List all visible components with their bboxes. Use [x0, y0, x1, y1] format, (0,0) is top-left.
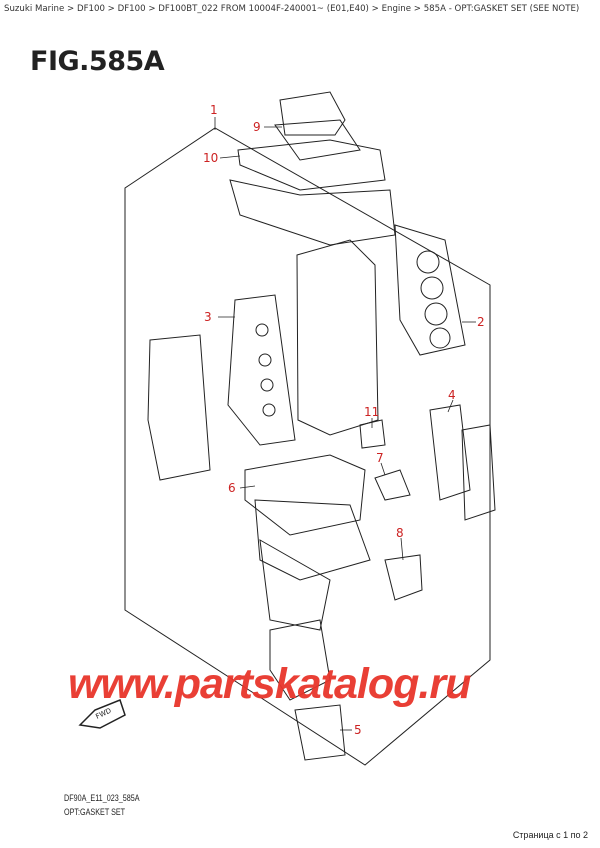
callout-lines [214, 117, 476, 731]
oil-pan-gasket [244, 454, 371, 631]
callout-11: 11 [364, 405, 379, 419]
breadcrumb-current: 585A - OPT:GASKET SET (SEE NOTE) [423, 4, 580, 14]
callout-9: 9 [253, 120, 261, 134]
figure-code: DF90A_E11_023_585A [64, 793, 140, 803]
breadcrumb: Suzuki Marine > DF100 > DF100 > DF100BT_… [4, 4, 579, 14]
gasket-top-cover [229, 91, 396, 246]
figure-title: FIG.585A [30, 46, 165, 77]
callout-3: 3 [204, 310, 212, 324]
cylinder-block [296, 239, 379, 436]
valve-cover-gasket [227, 294, 296, 446]
callout-10: 10 [203, 151, 218, 165]
callout-numbers: 1 2 3 4 5 6 7 8 9 10 11 [203, 103, 485, 737]
callout-8: 8 [396, 526, 404, 540]
cylinder-head-gasket [394, 224, 466, 356]
gasket-5 [294, 704, 346, 761]
breadcrumb-link[interactable]: DF100 [117, 4, 146, 14]
callout-2: 2 [477, 315, 485, 329]
callout-7: 7 [376, 451, 384, 465]
breadcrumb-link[interactable]: DF100BT_022 FROM 10004F-240001~ (E01,E40… [158, 4, 369, 14]
breadcrumb-link[interactable]: Suzuki Marine [4, 4, 65, 14]
breadcrumb-link[interactable]: Engine [381, 4, 412, 14]
callout-1: 1 [210, 103, 218, 117]
breadcrumb-separator: > [148, 4, 156, 14]
right-cover [461, 424, 496, 521]
side-cover-gasket [147, 334, 211, 481]
figure-description: OPT:GASKET SET [64, 807, 126, 817]
breadcrumb-separator: > [67, 4, 75, 14]
breadcrumb-separator: > [413, 4, 421, 14]
callout-6: 6 [228, 481, 236, 495]
callout-5: 5 [354, 723, 362, 737]
breadcrumb-link[interactable]: DF100 [76, 4, 105, 14]
callout-4: 4 [448, 388, 456, 402]
small-gasket-11 [359, 419, 386, 449]
part-7 [374, 469, 411, 501]
gasket-8 [384, 554, 423, 601]
exhaust-part [269, 619, 331, 701]
pager: Страница с 1 по 2 [512, 830, 588, 840]
watermark: www.partskatalog.ru [68, 660, 471, 708]
breadcrumb-separator: > [107, 4, 115, 14]
breadcrumb-separator: > [371, 4, 379, 14]
